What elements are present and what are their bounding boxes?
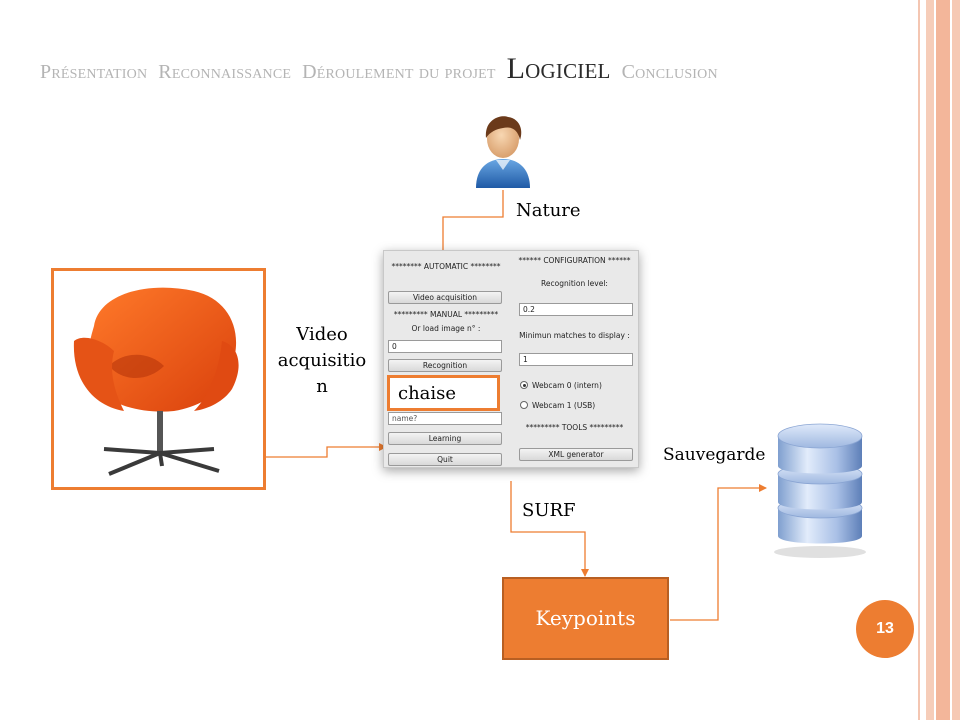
nav-item-reconnaissance[interactable]: Reconnaissance xyxy=(158,61,292,83)
webcam1-radio[interactable] xyxy=(520,401,528,409)
surf-arrow xyxy=(510,481,589,577)
video-to-app-arrow xyxy=(266,443,387,458)
video-acquisition-label: Video acquisitio n xyxy=(277,324,367,397)
nav-item-deroulement[interactable]: Déroulement du projet xyxy=(302,61,496,83)
nature-label: Nature xyxy=(516,200,581,221)
save-arrow xyxy=(670,484,767,621)
user-icon xyxy=(476,116,530,188)
configuration-header: ****** CONFIGURATION ****** xyxy=(518,256,631,265)
min-matches-label: Minimun matches to display : xyxy=(519,331,630,340)
recognition-level-input[interactable]: 0.2 xyxy=(519,303,633,316)
breadcrumb-nav: Présentation Reconnaissance Déroulement du… xyxy=(40,52,920,86)
recognition-level-label: Recognition level: xyxy=(541,279,608,288)
database-icon xyxy=(774,423,866,558)
nav-item-presentation[interactable]: Présentation xyxy=(40,61,148,83)
decor-stripe xyxy=(952,0,960,720)
automatic-header: ******** AUTOMATIC ******** xyxy=(391,262,501,271)
decor-stripe xyxy=(936,0,950,720)
sauvegarde-label: Sauvegarde xyxy=(663,445,766,465)
quit-button[interactable]: Quit xyxy=(388,453,502,466)
tools-header: ********* TOOLS ********* xyxy=(525,423,624,432)
learning-button[interactable]: Learning xyxy=(388,432,502,445)
keypoints-box: Keypoints xyxy=(502,577,669,660)
page-number-badge: 13 xyxy=(856,600,914,658)
chair-image xyxy=(73,287,239,476)
chaise-highlight-field: chaise xyxy=(387,375,500,411)
nav-item-conclusion[interactable]: Conclusion xyxy=(621,61,718,83)
app-window: ******** AUTOMATIC ******** Video acquis… xyxy=(383,250,639,468)
decor-stripe xyxy=(926,0,934,720)
video-acquisition-button[interactable]: Video acquisition xyxy=(388,291,502,304)
manual-header: ********* MANUAL ********* xyxy=(393,310,499,319)
webcam0-radio[interactable] xyxy=(520,381,528,389)
decor-stripe xyxy=(918,0,920,720)
load-image-label: Or load image n° : xyxy=(411,324,481,333)
nav-item-logiciel[interactable]: Logiciel xyxy=(506,52,611,85)
name-input[interactable]: name? xyxy=(388,412,502,425)
webcam1-label: Webcam 1 (USB) xyxy=(532,401,596,410)
webcam0-label: Webcam 0 (intern) xyxy=(532,381,602,390)
load-image-input[interactable]: 0 xyxy=(388,340,502,353)
recognition-button[interactable]: Recognition xyxy=(388,359,502,372)
xml-generator-button[interactable]: XML generator xyxy=(519,448,633,461)
surf-label: SURF xyxy=(522,500,576,521)
chair-image-frame xyxy=(51,268,266,490)
min-matches-input[interactable]: 1 xyxy=(519,353,633,366)
